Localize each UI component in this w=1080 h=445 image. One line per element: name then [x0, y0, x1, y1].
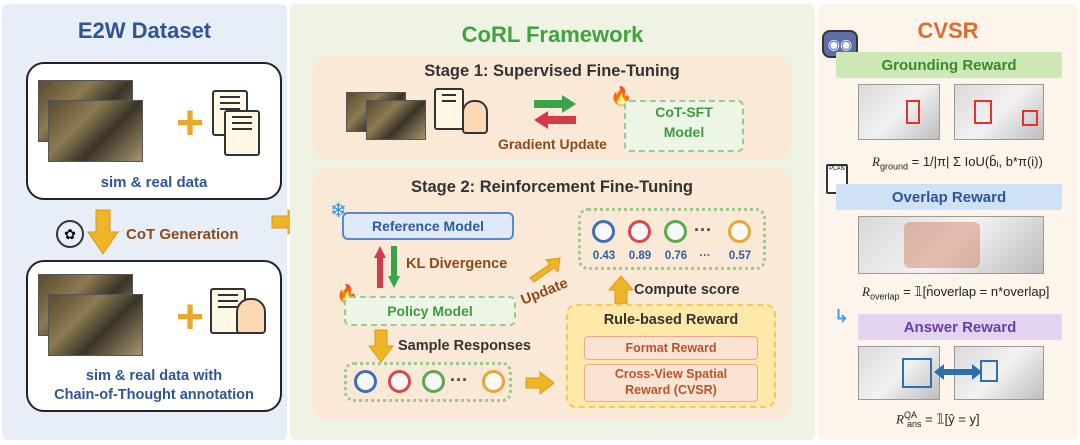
response-ellipsis: ···: [450, 370, 468, 390]
grounding-formula: Rground = 1/|π| Σ IoU(b̂ᵢ, b*π(i)): [872, 154, 1043, 172]
overlap-reward-label: Overlap Reward: [836, 184, 1062, 210]
cross-view-reward-item: [584, 364, 758, 402]
answer-formula: RQAans = 𝟙[ŷ = y]: [896, 410, 980, 429]
overlap-view: [858, 216, 1044, 274]
real-scene-photo-front-2: [48, 294, 143, 356]
grounding-view-1: [858, 84, 940, 140]
response-circle-4: [482, 370, 505, 393]
stage1-book-head-icon: [434, 88, 464, 130]
head-silhouette-icon: [236, 298, 266, 334]
answer-turn-arrow-icon: ↳: [834, 306, 850, 326]
corl-framework-title: CoRL Framework: [461, 22, 644, 47]
compute-score-label: Compute score: [634, 282, 740, 298]
update-arrow-icon: [529, 257, 561, 283]
response-circle-2: [388, 370, 411, 393]
stage1-title: Stage 1: Supervised Fine-Tuning: [424, 62, 680, 80]
cot-sft-model-line1: CoT-SFT: [655, 104, 713, 120]
score-value-2: 0.89: [628, 250, 652, 262]
grounding-reward-label: Grounding Reward: [836, 52, 1062, 78]
cot-data-caption-line2: Chain-of-Thought annotation: [54, 387, 254, 403]
score-circle-2: [628, 220, 651, 243]
sample-down-arrow-icon: [368, 329, 394, 363]
score-value-4: 0.57: [728, 250, 752, 262]
answer-reward-label: Answer Reward: [858, 314, 1062, 340]
sample-responses-label: Sample Responses: [398, 338, 531, 354]
cot-sft-model-box: [624, 100, 744, 152]
overlap-region: [904, 222, 980, 268]
sim-real-data-caption: sim & real data: [100, 173, 208, 191]
format-reward-item: Format Reward: [584, 336, 758, 360]
gradient-update-arrows-icon: [534, 95, 576, 129]
score-circle-4: [728, 220, 751, 243]
stage1-photo-front: [366, 100, 426, 140]
grounding-bbox-2: [974, 100, 992, 124]
answer-view-1: [858, 346, 940, 400]
overlap-formula: Roverlap = 𝟙[n̂overlap = n*overlap]: [862, 284, 1050, 302]
e2w-dataset-title: E2W Dataset: [77, 18, 212, 43]
score-circle-1: [592, 220, 615, 243]
grounding-view-2: [954, 84, 1044, 140]
answer-box-1: [902, 358, 932, 388]
cot-generation-label: CoT Generation: [126, 226, 239, 243]
kl-divergence-label: KL Divergence: [406, 256, 508, 272]
cross-view-reward-line1: Cross-View Spatial: [614, 367, 728, 381]
rule-based-reward-title: Rule-based Reward: [603, 312, 739, 328]
plus-icon-2: +: [175, 291, 205, 344]
score-value-1: 0.43: [592, 250, 616, 262]
gradient-update-label: Gradient Update: [498, 136, 607, 152]
grounding-bbox-3: [1022, 110, 1038, 126]
sampled-responses-group: [344, 362, 512, 402]
response-circle-1: [354, 370, 377, 393]
score-circle-3: [664, 220, 687, 243]
score-value-3: 0.76: [664, 250, 688, 262]
policy-model-box: Policy Model: [344, 296, 516, 326]
cvsr-title: CVSR: [917, 18, 979, 43]
openai-logo-icon: ✿: [56, 220, 84, 248]
reference-model-box: Reference Model: [342, 212, 514, 240]
answer-box-2: [980, 360, 998, 382]
score-value-ellipsis: ···: [699, 250, 711, 262]
document-pencil-icon: [224, 110, 260, 156]
stage2-title: Stage 2: Reinforcement Fine-Tuning: [410, 178, 694, 196]
grounding-bbox-1: [906, 100, 920, 124]
response-circle-3: [422, 370, 445, 393]
cot-sft-model-line2: Model: [663, 124, 705, 140]
cot-down-arrow-icon: [87, 209, 119, 255]
to-reward-arrow-icon: [525, 370, 555, 396]
kl-divergence-arrows-icon: [374, 246, 400, 288]
cross-view-reward-line2: Reward (CVSR): [625, 383, 717, 397]
score-ellipsis: ···: [694, 220, 712, 240]
stage1-head-icon: [462, 100, 488, 134]
scores-group: [578, 208, 766, 270]
compute-score-arrow-icon: [608, 275, 634, 305]
cot-data-caption-line1: sim & real data with: [85, 368, 223, 384]
real-scene-photo-front: [48, 100, 143, 162]
correspondence-arrow-icon: [934, 364, 982, 380]
plus-icon: +: [175, 97, 205, 150]
